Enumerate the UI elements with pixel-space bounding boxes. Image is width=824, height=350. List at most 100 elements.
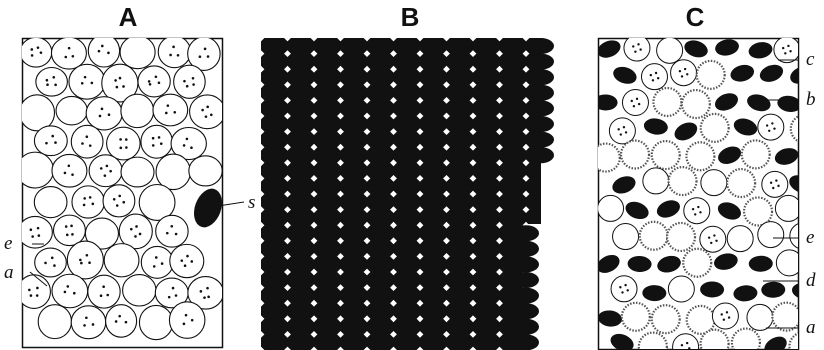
- nucleus-dot: [771, 122, 773, 124]
- cell-a: [34, 126, 67, 156]
- nucleus-dot: [186, 255, 189, 258]
- nucleus-dot: [51, 256, 54, 259]
- nucleus-dot: [100, 294, 103, 297]
- nucleus-dot: [692, 208, 694, 210]
- cell-a: [153, 94, 188, 126]
- nucleus-dot: [686, 73, 688, 75]
- cell-a: [123, 275, 156, 306]
- nucleus-dot: [115, 320, 118, 323]
- label-a-c: a: [806, 317, 816, 338]
- cell-a: [103, 185, 135, 217]
- speckled-cell: [592, 144, 620, 172]
- black-oval: [715, 143, 743, 167]
- panel-c-title: C: [665, 2, 725, 33]
- cell-a: [86, 97, 122, 130]
- cell-b-edge: [513, 334, 539, 350]
- cell-b-edge: [528, 69, 554, 85]
- black-oval: [608, 331, 636, 350]
- nucleus-dot: [203, 296, 206, 299]
- plain-cell: [673, 334, 699, 350]
- nucleus-dot: [64, 56, 67, 59]
- label-s: s: [248, 192, 255, 213]
- black-oval: [611, 64, 639, 87]
- nucleus-dot: [152, 137, 155, 140]
- cell-b-edge: [513, 272, 539, 288]
- nucleus-dot: [206, 287, 209, 290]
- black-oval: [623, 199, 651, 223]
- black-oval: [672, 119, 701, 144]
- black-oval: [732, 116, 760, 139]
- nucleus-dot: [100, 167, 103, 170]
- nucleus-dot: [101, 108, 104, 111]
- nucleus-dot: [772, 187, 774, 189]
- black-oval: [747, 40, 774, 60]
- nucleus-dot: [158, 136, 161, 139]
- nucleus-dot: [119, 147, 122, 150]
- nucleus-dot: [650, 74, 652, 76]
- nucleus-dot: [125, 321, 128, 324]
- nucleus-dot: [118, 315, 121, 318]
- nucleus-dot: [64, 172, 67, 175]
- black-oval: [729, 62, 756, 84]
- nucleus-dot: [679, 70, 681, 72]
- nucleus-dot: [40, 51, 43, 54]
- nucleus-dot: [773, 127, 775, 129]
- plain-cell: [609, 118, 635, 144]
- nucleus-dot: [201, 109, 204, 112]
- speckled-cell: [744, 197, 772, 225]
- nucleus-dot: [777, 185, 779, 187]
- nucleus-dot: [91, 82, 94, 85]
- nucleus-dot: [819, 98, 821, 100]
- nucleus-dot: [108, 113, 111, 116]
- cell-a: [51, 37, 86, 69]
- nucleus-dot: [170, 225, 173, 228]
- panel-c-cells: c b e d a: [598, 38, 824, 350]
- nucleus-dot: [190, 146, 193, 149]
- speckled-cell: [791, 115, 819, 143]
- speckled-cell: [652, 305, 680, 333]
- plain-cell: [775, 195, 801, 221]
- nucleus-dot: [67, 285, 70, 288]
- nucleus-dot: [172, 287, 175, 290]
- nucleus-dot: [821, 104, 823, 106]
- cell-a: [17, 152, 54, 188]
- nucleus-dot: [31, 235, 34, 238]
- black-oval: [805, 199, 824, 221]
- nucleus-dot: [81, 142, 84, 145]
- nucleus-dot: [183, 80, 186, 83]
- cell-b-edge: [513, 256, 539, 272]
- nucleus-dot: [92, 203, 95, 206]
- cell-a: [190, 95, 225, 129]
- cell-a: [53, 215, 85, 245]
- nucleus-dot: [681, 344, 683, 346]
- label-e-c: e: [806, 227, 814, 248]
- nucleus-dot: [73, 292, 76, 295]
- nucleus-dot: [811, 44, 813, 46]
- black-oval: [786, 172, 815, 197]
- nucleus-dot: [657, 77, 659, 79]
- cell-a: [189, 156, 222, 186]
- cell-b-edge: [528, 100, 554, 116]
- panel-b-title: B: [380, 2, 440, 33]
- nucleus-dot: [153, 265, 156, 268]
- cell-a: [104, 244, 139, 277]
- black-oval: [682, 38, 710, 61]
- cell-b-edge: [513, 225, 539, 241]
- nucleus-dot: [617, 128, 619, 130]
- nucleus-dot: [638, 103, 640, 105]
- nucleus-dot: [632, 45, 634, 47]
- speckled-cell: [683, 249, 711, 277]
- black-oval: [712, 251, 739, 272]
- speckled-cell: [622, 303, 650, 331]
- nucleus-dot: [766, 124, 768, 126]
- nucleus-dot: [819, 48, 821, 50]
- nucleus-dot: [172, 46, 175, 49]
- nucleus-dot: [155, 256, 158, 259]
- plain-cell: [657, 37, 683, 63]
- nucleus-dot: [207, 55, 210, 58]
- black-oval: [745, 92, 773, 114]
- nucleus-dot: [205, 115, 208, 118]
- nucleus-dot: [98, 50, 101, 53]
- cell-a: [71, 306, 106, 339]
- cell-a: [170, 244, 204, 277]
